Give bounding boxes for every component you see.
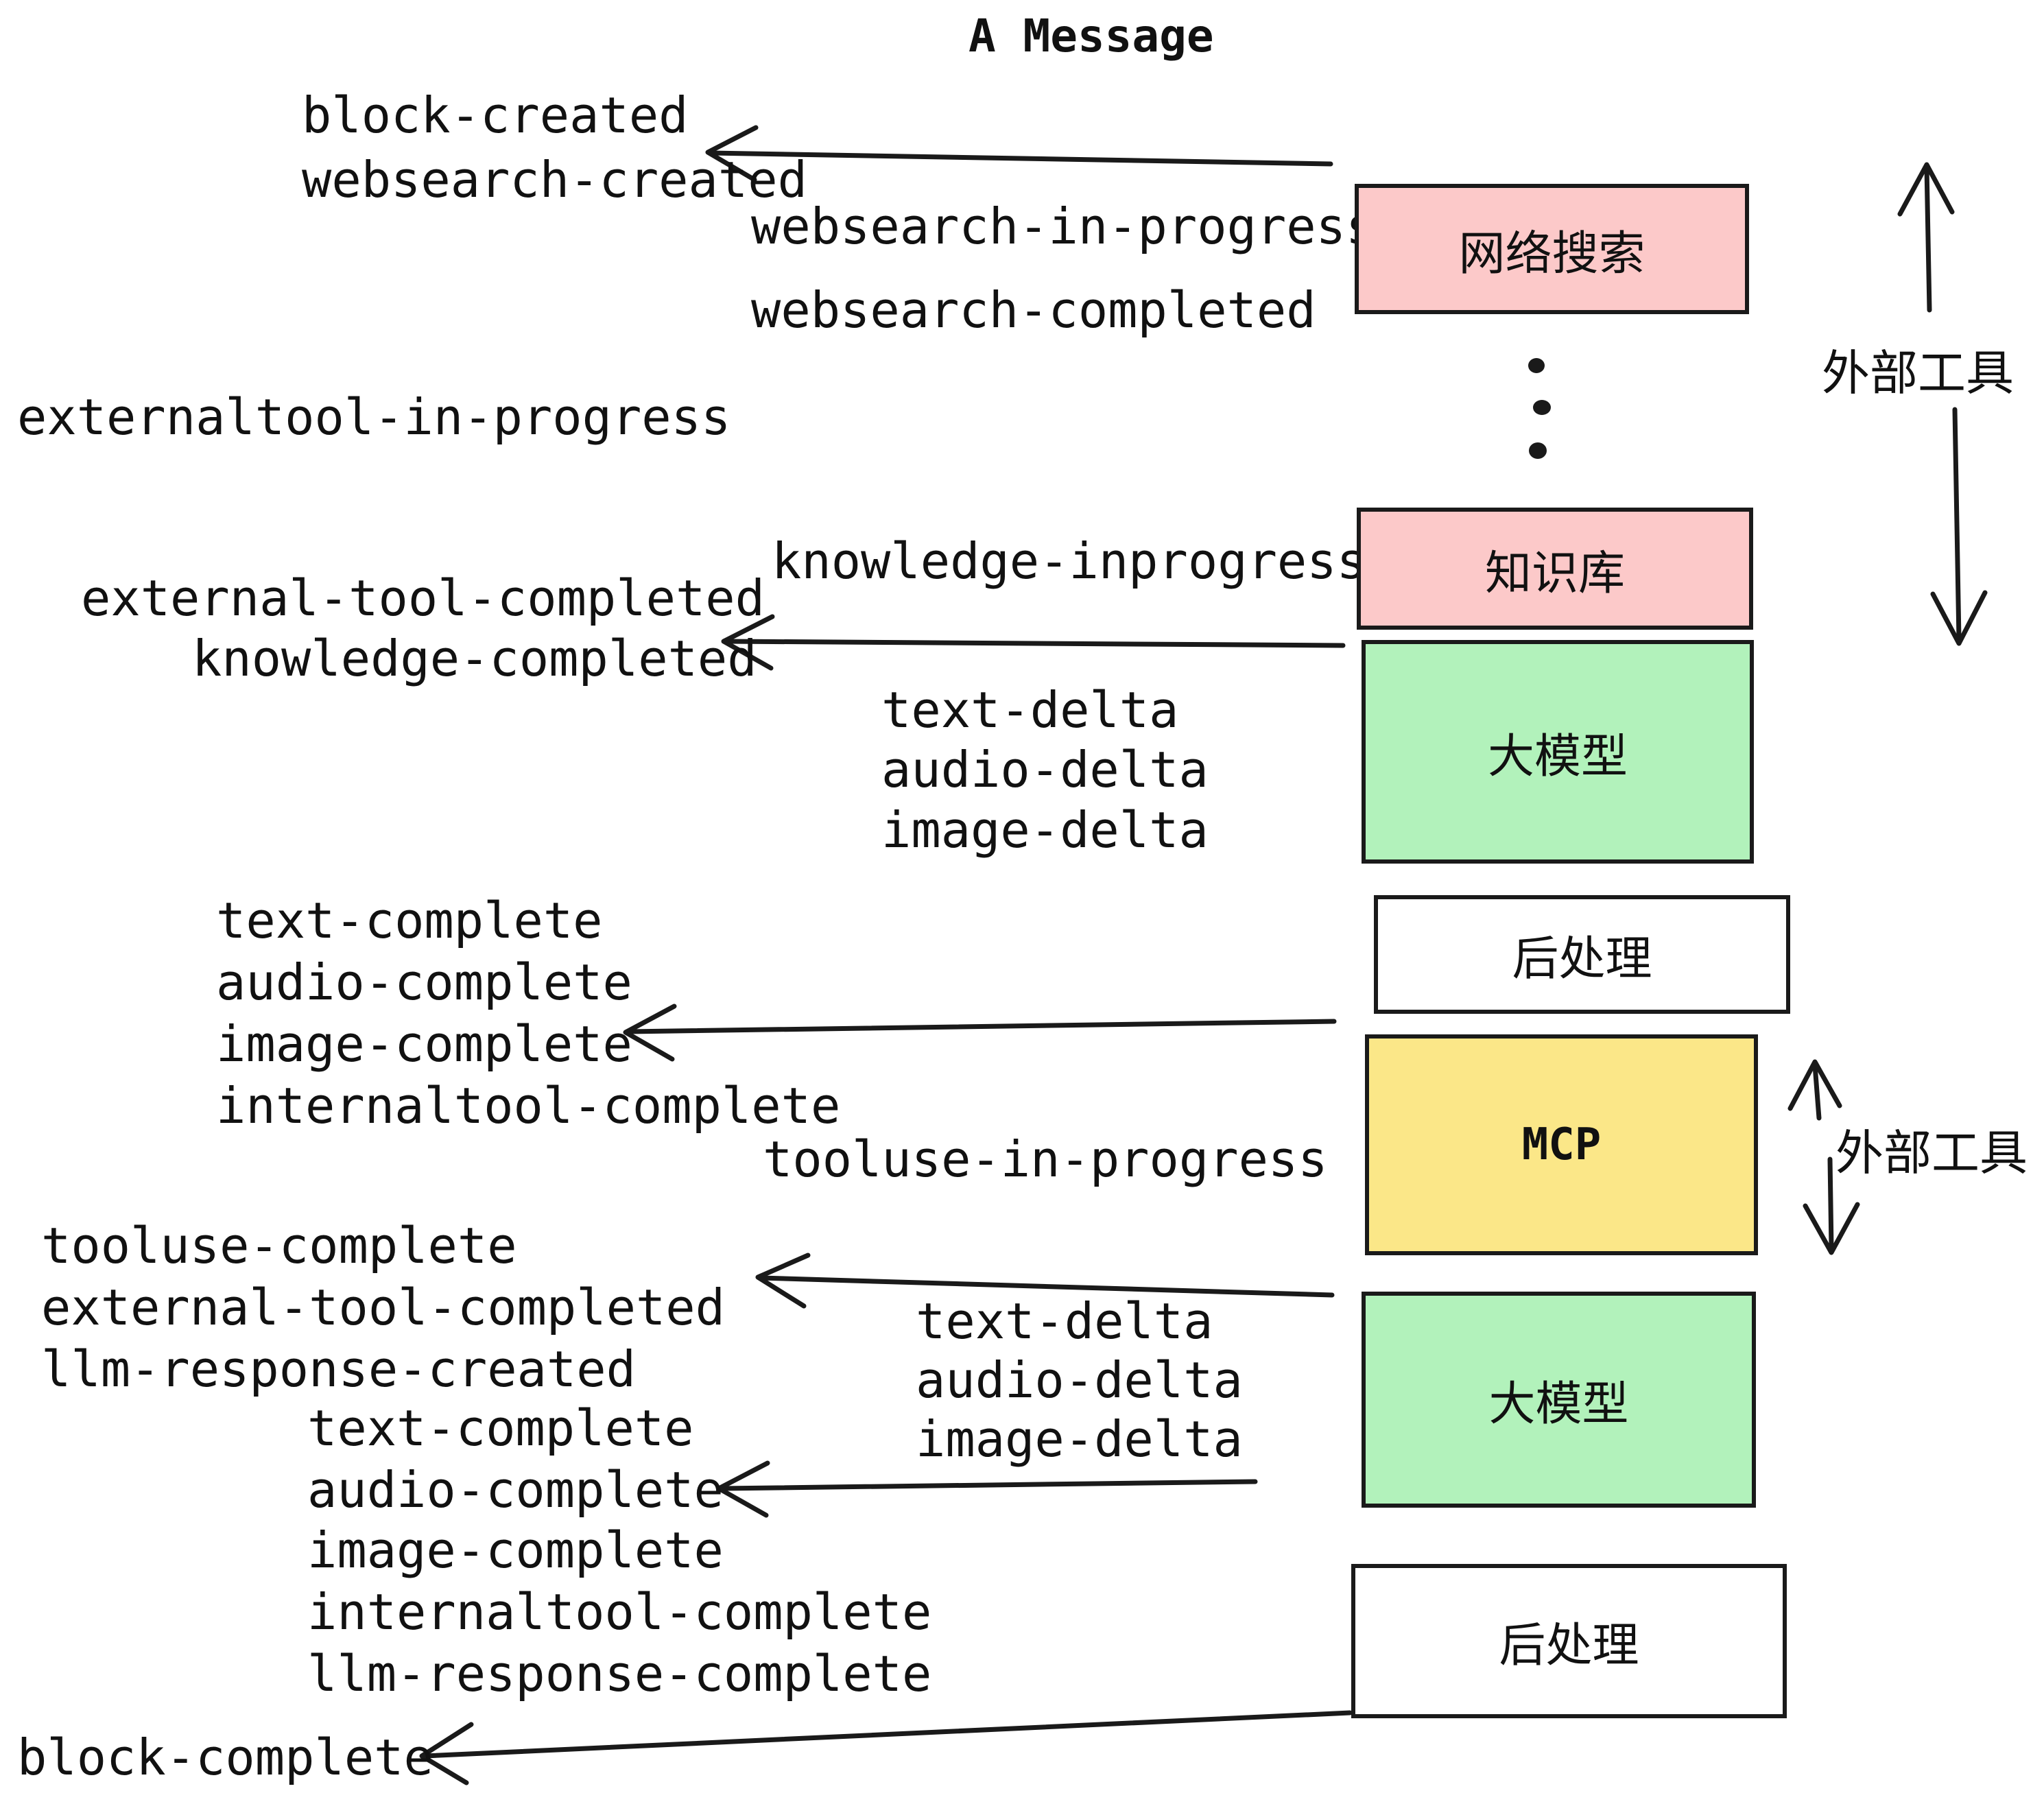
event-internaltool-complete-1: internaltool-complete: [216, 1077, 841, 1135]
websearch-box-label: 网络搜索: [1458, 226, 1645, 281]
event-external-tool-completed-1: external-tool-completed: [81, 569, 765, 627]
arrow-mcp-to-tooluse-complete: [755, 1253, 1335, 1309]
event-text-complete-2: text-complete: [307, 1399, 694, 1457]
event-image-complete-2: image-complete: [307, 1521, 724, 1579]
event-text-delta-1: text-delta: [881, 681, 1179, 739]
event-websearch-created: websearch-created: [302, 151, 807, 209]
event-audio-complete-2: audio-complete: [307, 1461, 724, 1519]
llm-box-2-label: 大模型: [1488, 1377, 1629, 1432]
event-tooluse-in-progress: tooluse-in-progress: [763, 1130, 1328, 1188]
page-title: A Message: [968, 10, 1214, 62]
event-llm-response-created: llm-response-created: [41, 1340, 636, 1398]
event-internaltool-complete-2: internaltool-complete: [307, 1583, 932, 1641]
event-block-created: block-created: [302, 86, 689, 144]
external-tools-down-arrow: [1930, 407, 1988, 646]
external-tools-label-top: 外部工具: [1822, 345, 2014, 401]
event-audio-delta-2: audio-delta: [916, 1351, 1243, 1409]
arrow-post1-to-complete: [623, 1004, 1337, 1062]
event-image-complete-1: image-complete: [216, 1015, 632, 1073]
event-text-complete-1: text-complete: [216, 892, 603, 949]
arrow-llm2-to-complete: [716, 1460, 1258, 1518]
postprocess-box-2-label: 后处理: [1499, 1619, 1639, 1673]
event-block-complete: block-complete: [17, 1729, 433, 1786]
llm-box-1: 大模型: [1362, 640, 1754, 864]
websearch-box: 网络搜索: [1355, 184, 1749, 314]
event-externaltool-in-progress: externaltool-in-progress: [17, 388, 731, 446]
event-websearch-completed: websearch-completed: [751, 281, 1316, 339]
event-audio-complete-1: audio-complete: [216, 953, 632, 1011]
external-tools-mid-down-arrow: [1803, 1156, 1860, 1255]
knowledge-base-box: 知识库: [1357, 508, 1753, 630]
knowledge-base-box-label: 知识库: [1484, 546, 1625, 601]
event-llm-response-complete: llm-response-complete: [307, 1645, 932, 1702]
mcp-box-label: MCP: [1521, 1119, 1602, 1170]
llm-box-1-label: 大模型: [1487, 729, 1628, 784]
event-image-delta-1: image-delta: [881, 801, 1209, 859]
llm-box-2: 大模型: [1362, 1292, 1756, 1508]
postprocess-box-1: 后处理: [1374, 895, 1790, 1014]
event-knowledge-inprogress: knowledge-inprogress: [772, 532, 1366, 590]
event-text-delta-2: text-delta: [916, 1292, 1213, 1350]
arrow-post2-to-block-complete: [419, 1710, 1353, 1785]
arrow-knowledge-to-completed: [721, 614, 1346, 671]
postprocess-box-2: 后处理: [1351, 1564, 1787, 1718]
external-tools-mid-up-arrow: [1787, 1059, 1842, 1121]
mcp-box: MCP: [1365, 1034, 1758, 1255]
event-audio-delta-1: audio-delta: [881, 741, 1209, 798]
event-tooluse-complete: tooluse-complete: [41, 1217, 517, 1274]
vertical-ellipsis: [1528, 358, 1551, 459]
event-image-delta-2: image-delta: [916, 1410, 1243, 1468]
external-tools-up-arrow: [1897, 162, 1955, 313]
postprocess-box-1-label: 后处理: [1512, 932, 1652, 986]
arrow-websearch-to-created: [705, 125, 1333, 182]
event-websearch-in-progress: websearch-in-progress: [751, 198, 1376, 255]
event-external-tool-completed-2: external-tool-completed: [41, 1279, 725, 1336]
event-knowledge-completed: knowledge-completed: [192, 630, 757, 687]
external-tools-label-mid: 外部工具: [1835, 1125, 2028, 1181]
